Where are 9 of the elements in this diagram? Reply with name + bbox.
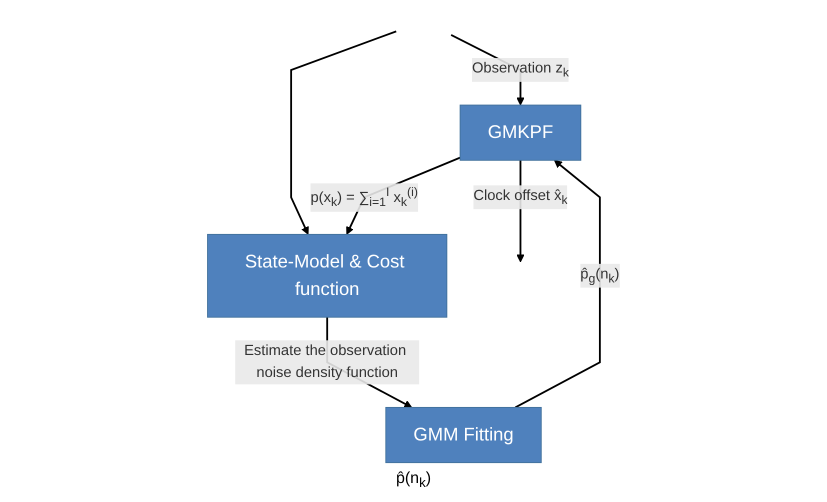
arrow	[290, 30, 397, 235]
node-box: State-Model & Cost function	[207, 234, 448, 318]
formula-label: p̂(n$_{k}$)	[396, 470, 432, 487]
edge-label: Clock offset x̂$_{k}$	[473, 188, 568, 207]
node-box: GMKPF	[460, 104, 582, 161]
edge-label: p̂$_{g}$(n$_{k}$)	[580, 266, 620, 286]
edge-label: Estimate the observation noise density function	[244, 342, 406, 381]
edge-label: Observation z$_{k}$	[472, 60, 569, 80]
node-box: GMM Fitting	[385, 406, 542, 464]
